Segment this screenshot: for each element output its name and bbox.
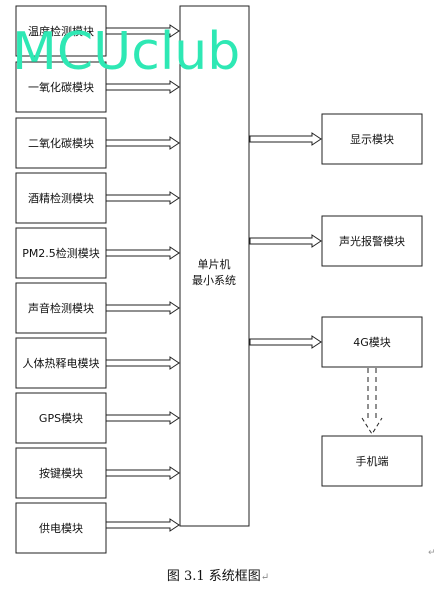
watermark-text: MCUclub — [12, 22, 241, 82]
output-label-alarm: 声光报警模块 — [339, 234, 405, 248]
output-label-display: 显示模块 — [350, 133, 394, 146]
input-arrow-pm25 — [105, 246, 180, 260]
caption-return-mark: ↵ — [260, 572, 270, 583]
input-module: 声音检测模块 — [15, 282, 180, 334]
input-module: 按键模块 — [15, 447, 180, 499]
phone-box — [321, 435, 423, 487]
input-arrow-sound — [105, 301, 180, 315]
input-arrow-pir — [105, 356, 180, 370]
phone-label: 手机端 — [356, 454, 389, 468]
paragraph-mark: ↵ — [428, 548, 436, 558]
input-arrow-temperature — [105, 24, 180, 38]
input-arrow-keys — [105, 466, 180, 480]
input-label-pm25: PM2.5检测模块 — [22, 246, 100, 260]
input-module: GPS模块 — [15, 392, 180, 444]
input-arrow-alcohol — [105, 191, 180, 205]
input-box-pir — [15, 337, 107, 389]
figure-caption: 图 3.1 系统框图↵ — [0, 565, 436, 584]
output-box-alarm — [321, 215, 423, 267]
output-arrow-4g — [249, 335, 322, 349]
input-box-co2 — [15, 117, 107, 169]
input-label-co: 一氧化碳模块 — [28, 80, 94, 94]
input-module: 温度检测模块 — [15, 5, 180, 57]
input-box-power — [15, 502, 107, 554]
input-module: PM2.5检测模块 — [15, 227, 180, 279]
input-label-alcohol: 酒精检测模块 — [28, 191, 94, 205]
input-arrow-power — [105, 518, 180, 532]
input-box-sound — [15, 282, 107, 334]
input-module: 一氧化碳模块 — [15, 61, 180, 113]
input-module: 人体热释电模块 — [15, 337, 180, 389]
input-box-temperature — [15, 5, 107, 57]
output-box-display — [321, 113, 423, 165]
input-label-keys: 按键模块 — [39, 466, 83, 480]
mcu-label-line2: 最小系统 — [192, 274, 236, 287]
caption-text: 图 3.1 系统框图 — [166, 569, 261, 584]
input-label-gps: GPS模块 — [39, 412, 83, 425]
input-label-temperature: 温度检测模块 — [28, 24, 94, 38]
wireless-link-arrow — [361, 368, 383, 435]
input-box-keys — [15, 447, 107, 499]
output-module: 声光报警模块 — [249, 215, 423, 267]
input-box-pm25 — [15, 227, 107, 279]
output-module: 显示模块 — [249, 113, 423, 165]
input-label-pir: 人体热释电模块 — [23, 356, 100, 370]
output-arrow-display — [249, 132, 322, 146]
input-arrow-co — [105, 80, 180, 94]
input-label-power: 供电模块 — [39, 521, 83, 535]
input-box-alcohol — [15, 172, 107, 224]
input-label-sound: 声音检测模块 — [28, 301, 94, 315]
output-module: 4G模块 — [249, 316, 423, 368]
output-arrow-alarm — [249, 234, 322, 248]
input-module: 二氧化碳模块 — [15, 117, 180, 169]
input-arrow-co2 — [105, 136, 180, 150]
input-label-co2: 二氧化碳模块 — [28, 136, 94, 150]
input-box-co — [15, 61, 107, 113]
output-box-4g — [321, 316, 423, 368]
mcu-label-line1: 单片机 — [198, 257, 231, 271]
output-label-4g: 4G模块 — [353, 336, 391, 349]
input-module: 供电模块 — [15, 502, 180, 554]
input-module: 酒精检测模块 — [15, 172, 180, 224]
mcu-box — [179, 5, 250, 527]
input-arrow-gps — [105, 411, 180, 425]
